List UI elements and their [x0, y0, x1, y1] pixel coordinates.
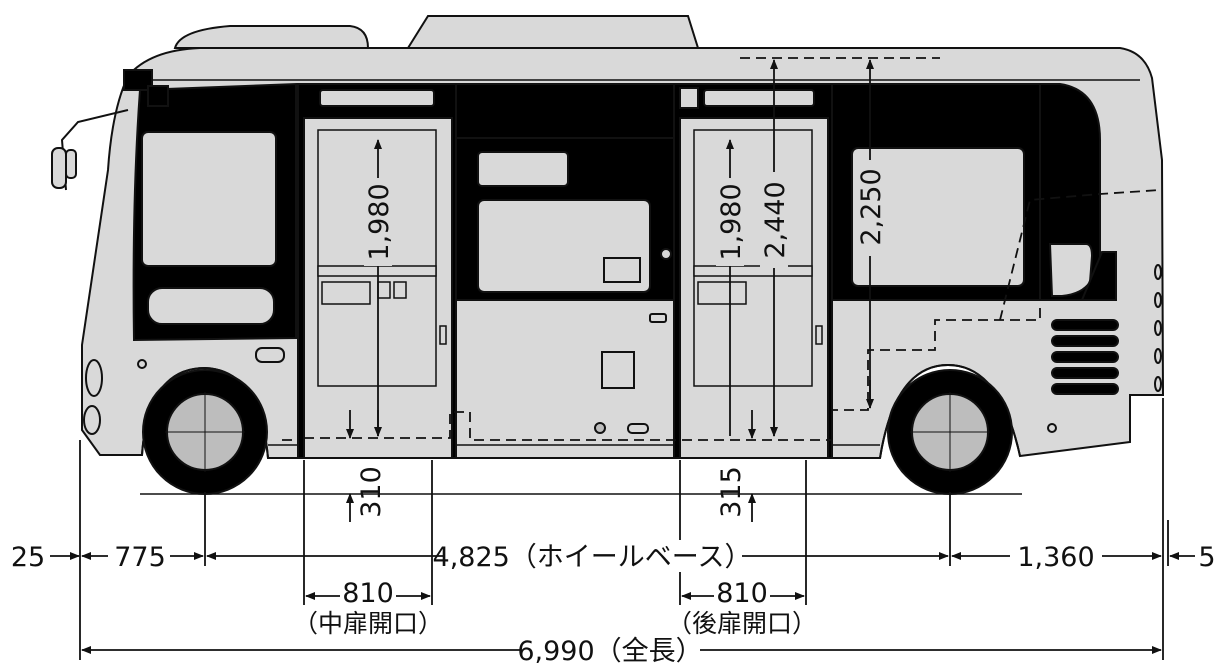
rear-wheel: [879, 363, 1021, 495]
front-wheel: [141, 366, 269, 495]
middle-door-height-label: 1,980: [364, 183, 395, 260]
front-side-window: [141, 131, 277, 267]
middle-step-height-label: 310: [356, 466, 387, 518]
roof-unit-front: [173, 25, 370, 49]
middle-door-width-label: 810: [342, 578, 394, 609]
rear-overhang-label: 1,360: [1017, 542, 1094, 573]
front-windows: [123, 69, 297, 342]
wheelbase-label: 4,825（ホイールベース）: [433, 542, 752, 573]
rear-door-height-label: 1,980: [716, 183, 747, 260]
interior-dashed-lines: [282, 57, 1161, 441]
front-lower-window: [147, 287, 275, 325]
rear-door-width-label: 810: [716, 578, 768, 609]
middle-door-light: [319, 89, 435, 107]
side-mirror: [51, 109, 129, 191]
rear-door-opening-label: （後扉開口）: [667, 609, 817, 638]
center-windows: [455, 83, 675, 434]
interior-height-label: 2,250: [856, 168, 887, 245]
overall-length-label: 6,990（全長）: [517, 636, 702, 665]
rear-door-light: [703, 89, 815, 107]
middle-door: [297, 83, 457, 459]
roof-unit-ac: [406, 15, 700, 49]
front-extra-label: 25: [11, 542, 45, 573]
rear-step-height-label: 315: [716, 466, 747, 518]
overall-height-label: 2,440: [760, 181, 791, 258]
rear-extra-label: 5: [1198, 542, 1215, 573]
front-lights: [83, 347, 285, 435]
front-overhang-label: 775: [114, 542, 166, 573]
rear-door: [673, 83, 833, 459]
middle-door-opening-label: （中扉開口）: [293, 609, 443, 638]
rear-grille: [1047, 264, 1162, 433]
